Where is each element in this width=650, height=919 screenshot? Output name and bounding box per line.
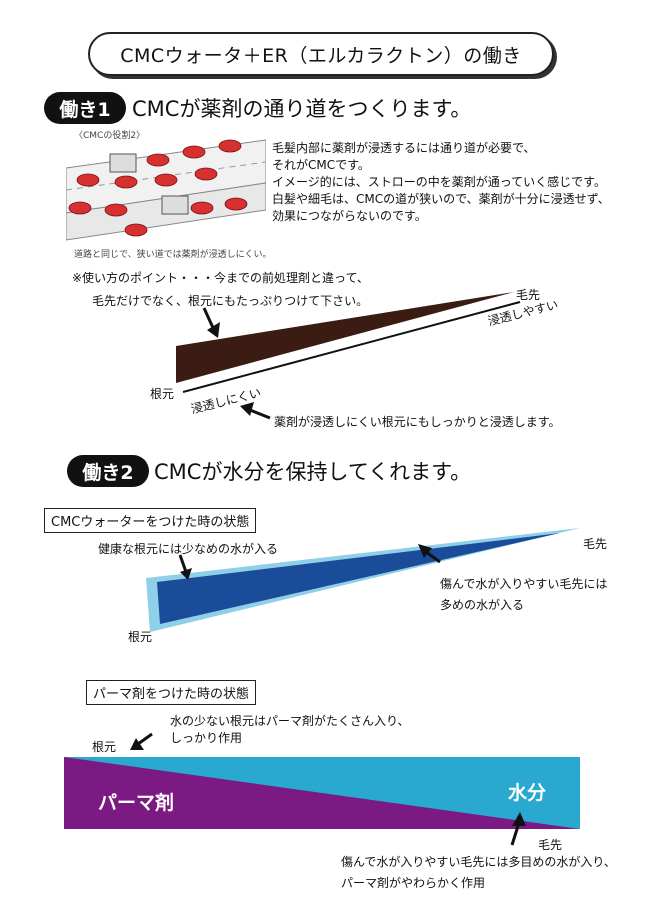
illustration-caption-top: 〈CMCの役割2〉 [74,131,146,141]
down-arrow-icon [202,307,216,331]
box1-tip-label: 毛先 [583,537,608,551]
point-line: ※使い方のポイント・・・今までの前処理剤と違って、 [72,271,369,285]
box2-note-1: 水の少ない根元はパーマ剤がたくさん入り、 [170,714,410,728]
perm-state-label: パーマ剤をつけた時の状態 [86,680,257,705]
section1-body: 毛髪内部に薬剤が浸透するには通り道が必要で、 それがCMCです。 イメージ的には… [272,140,642,225]
body-line: 効果につながらないのです。 [272,209,427,223]
box2-note-2: しっかり作用 [170,731,243,745]
label-root-hard: 浸透しにくい [189,385,263,417]
up-arrow-icon [425,550,441,564]
section1-badge: 働き1 [44,92,126,124]
healthy-root-note: 健康な根元には少なめの水が入る [98,542,279,556]
wedge-baseline [182,301,521,393]
label-tip: 毛先 [516,288,541,302]
illustration-caption-bottom: 道路と同じで、狭い道では薬剤が浸透しにくい。 [74,250,272,260]
box2-tip-note-2: パーマ剤がやわらかく作用 [341,876,486,890]
body-line: 白髪や細毛は、CMCの道が狭いので、薬剤が十分に浸透せず、 [272,192,610,206]
body-line: それがCMCです。 [272,158,370,172]
box2-root-label: 根元 [92,740,117,754]
body-line: イメージ的には、ストローの中を薬剤が通っていく感じです。 [272,175,606,189]
down-arrow-icon [178,554,188,573]
root-note: 薬剤が浸透しにくい根元にもしっかりと浸透します。 [274,415,561,429]
left-arrow-icon [249,408,271,420]
label-root: 根元 [150,387,175,401]
box1-root-label: 根元 [128,630,153,644]
section2-heading: CMCが水分を保持してくれます。 [154,460,472,484]
traffic-illustration: 〈CMCの役割2〉 道路と同じで、狭い道では薬剤が浸透しにくい。 [66,128,271,260]
body-line: 毛髪内部に薬剤が浸透するには通り道が必要で、 [272,141,536,155]
page-title: CMCウォータ＋ER（エルカラクトン）の働き [88,32,554,76]
section2-badge-text: 働き2 [82,461,134,484]
section1-heading: CMCが薬剤の通り道をつくります。 [132,97,472,121]
point-line: 毛先だけでなく、根元にもたっぷりつけて下さい。 [92,294,369,308]
page-title-text: CMCウォータ＋ER（エルカラクトン）の働き [120,44,522,67]
box2-tip-label: 毛先 [538,838,563,852]
road-cars-icon [66,139,266,241]
down-left-arrow-icon [137,732,153,746]
water-band-label: 水分 [508,782,547,804]
section1-badge-text: 働き1 [59,98,111,121]
up-arrow-icon [510,825,520,846]
perm-band-label: パーマ剤 [98,792,175,814]
box2-tip-note-1: 傷んで水が入りやすい毛先には多目めの水が入り、 [341,855,616,869]
section2-badge: 働き2 [67,455,149,487]
cmc-state-label: CMCウォーターをつけた時の状態 [44,508,257,533]
box1-tip-note-1: 傷んで水が入りやすい毛先には [440,577,608,591]
usage-point: ※使い方のポイント・・・今までの前処理剤と違って、 毛先だけでなく、根元にもたっ… [72,270,432,310]
box1-tip-note-2: 多めの水が入る [440,598,525,612]
